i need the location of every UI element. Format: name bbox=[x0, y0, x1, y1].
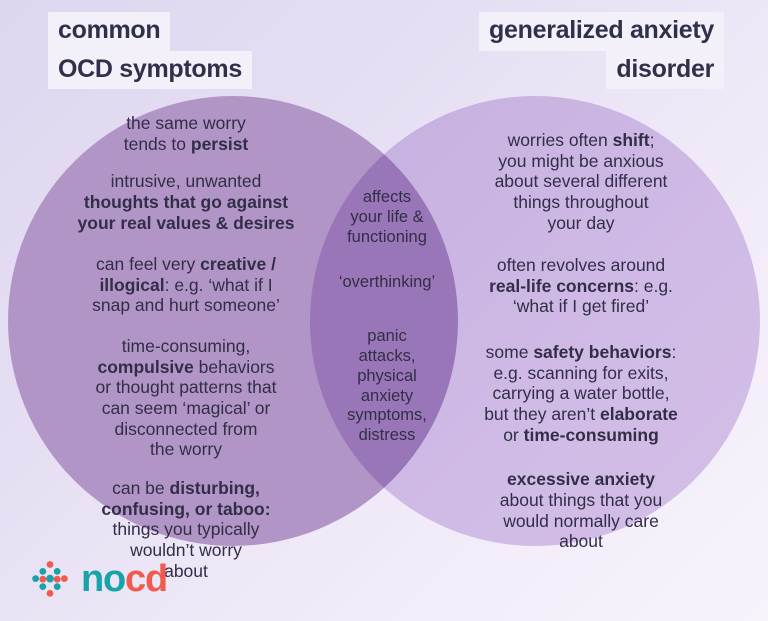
nocd-dot-diamond-mark bbox=[32, 561, 68, 597]
nocd-wordmark-no: no bbox=[81, 558, 126, 600]
shared-symptom-item: ‘overthinking’ bbox=[338, 273, 436, 292]
nocd-logo[interactable]: nocd bbox=[30, 558, 168, 600]
venn-circle-right bbox=[310, 96, 760, 546]
heading-right: generalized anxiety disorder bbox=[479, 12, 724, 89]
nocd-wordmark-cd: cd bbox=[125, 558, 168, 600]
heading-left-line-1: common bbox=[48, 12, 171, 51]
ocd-symptom-item: can feel very creative /illogical: e.g. … bbox=[92, 254, 280, 316]
heading-right-line-2: disorder bbox=[606, 50, 724, 89]
ocd-symptom-item: can be disturbing,confusing, or taboo:th… bbox=[101, 477, 271, 581]
gad-symptom-item: worries often shift;you might be anxious… bbox=[494, 130, 668, 233]
nocd-wordmark: nocd bbox=[81, 558, 168, 600]
gad-symptom-list: worries often shift;you might be anxious… bbox=[436, 130, 726, 565]
gad-symptom-item: some safety behaviors:e.g. scanning for … bbox=[484, 342, 678, 445]
heading-left: common OCD symptoms bbox=[48, 12, 252, 89]
heading-right-line-1: generalized anxiety bbox=[479, 12, 724, 51]
heading-left-line-2: OCD symptoms bbox=[48, 50, 252, 89]
